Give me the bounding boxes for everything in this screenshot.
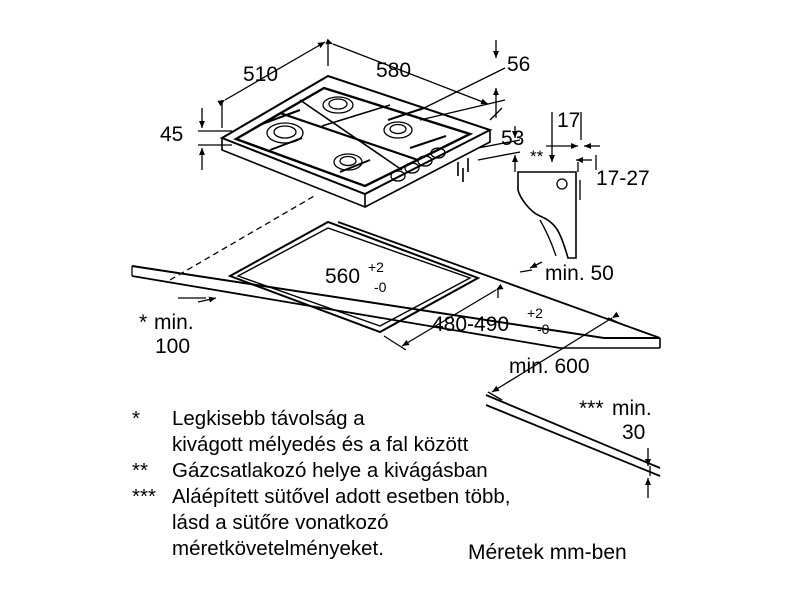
footnotes: * Legkisebb távolság a kivágott mélyedés… xyxy=(132,406,511,562)
cutout-width-tol-minus: -0 xyxy=(374,279,387,295)
hob-depth-label: 510 xyxy=(243,63,279,86)
cutout-width-tol-plus: +2 xyxy=(368,259,384,275)
connector-detail xyxy=(517,112,600,259)
footnote-2: ** Gázcsatlakozó helye a kivágásban xyxy=(132,458,511,484)
footnote-1: * Legkisebb távolság a kivágott mélyedés… xyxy=(132,406,511,458)
connector-width-label: 17 xyxy=(557,109,581,132)
footnote-line: Gázcsatlakozó helye a kivágásban xyxy=(172,459,488,482)
min-side-value: 100 xyxy=(155,335,191,358)
hob-edge-offset-label: 53 xyxy=(501,127,525,150)
connector-marker: ** xyxy=(530,147,544,166)
burner-front-right xyxy=(333,153,363,171)
hob-base-height-label: 45 xyxy=(160,123,184,146)
min-back-label: min. 50 xyxy=(545,262,614,285)
hob-height-label: 56 xyxy=(507,53,531,76)
footnote-line: Legkisebb távolság a xyxy=(172,407,365,430)
footnote-line: méretkövetelményeket. xyxy=(172,537,384,560)
cutout-depth-label: 480-490 xyxy=(432,313,510,336)
hob-width-label: 580 xyxy=(376,59,412,82)
connector-range-label: 17-27 xyxy=(596,167,650,190)
min-side-marker: * xyxy=(139,311,148,334)
cutout-width-label: 560 xyxy=(325,265,361,288)
control-knobs xyxy=(390,147,446,182)
footnote-mark: *** xyxy=(132,485,156,508)
burner-rear-left xyxy=(322,96,354,114)
min-below-value: 30 xyxy=(622,421,646,444)
cutout-depth-tol-minus: -0 xyxy=(537,321,550,337)
footnote-mark: ** xyxy=(132,459,148,482)
cutout xyxy=(178,220,627,401)
min-below-label: min. xyxy=(612,397,652,420)
units-label: Méretek mm-ben xyxy=(468,541,627,564)
min-front-label: min. 600 xyxy=(509,355,590,378)
hob-dimension-lines xyxy=(198,38,521,172)
cutout-depth-tol-plus: +2 xyxy=(527,305,543,321)
lower-edge xyxy=(485,394,661,498)
min-side-label: min. xyxy=(154,311,194,334)
min-below-marker: *** xyxy=(579,397,604,420)
burner-front-left xyxy=(266,122,304,144)
footnote-line: Aláépített sütővel adott esetben több, xyxy=(172,485,511,508)
footnote-mark: * xyxy=(132,407,140,430)
footnote-line: lásd a sütőre vonatkozó xyxy=(172,511,389,534)
footnote-3: *** Aláépített sütővel adott esetben töb… xyxy=(132,484,511,562)
footnote-line: kivágott mélyedés és a fal között xyxy=(172,433,469,456)
burner-rear-right xyxy=(383,121,413,139)
